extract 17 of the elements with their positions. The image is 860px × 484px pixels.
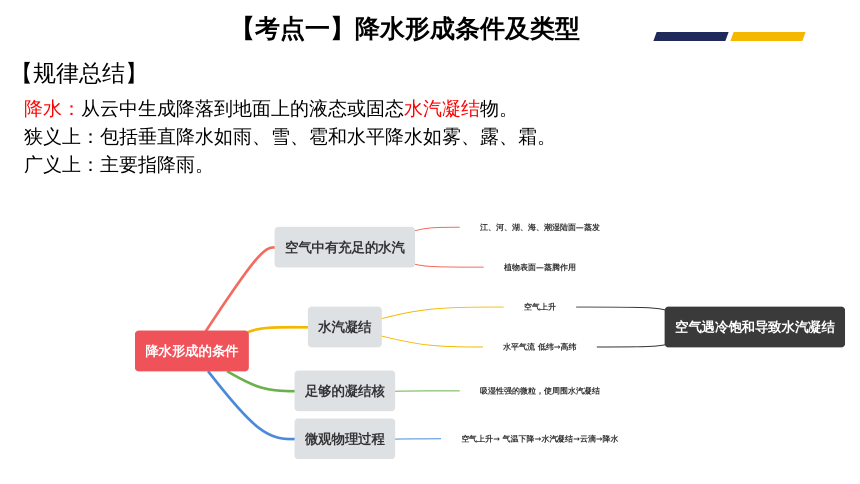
connector <box>207 370 296 440</box>
connector <box>414 226 461 232</box>
connector <box>575 306 666 310</box>
connector <box>381 306 504 320</box>
text-line: 降水：从云中生成降落到地面上的液态或固态水汽凝结物。 <box>24 97 518 122</box>
connector <box>381 336 484 348</box>
slide-title: 【考点一】降水形成条件及类型 <box>230 13 580 45</box>
connector <box>394 438 442 440</box>
connector <box>247 326 309 334</box>
section-heading: 【规律总结】 <box>10 60 148 89</box>
text-line: 广义上：主要指降雨。 <box>24 153 214 178</box>
text-line: 狭义上：包括垂直降水如雨、雪、雹和水平降水如雾、露、霜。 <box>24 125 556 150</box>
connector <box>596 344 666 348</box>
connector <box>226 370 296 393</box>
connector <box>204 246 276 332</box>
connector <box>394 390 461 392</box>
connector <box>414 264 485 268</box>
